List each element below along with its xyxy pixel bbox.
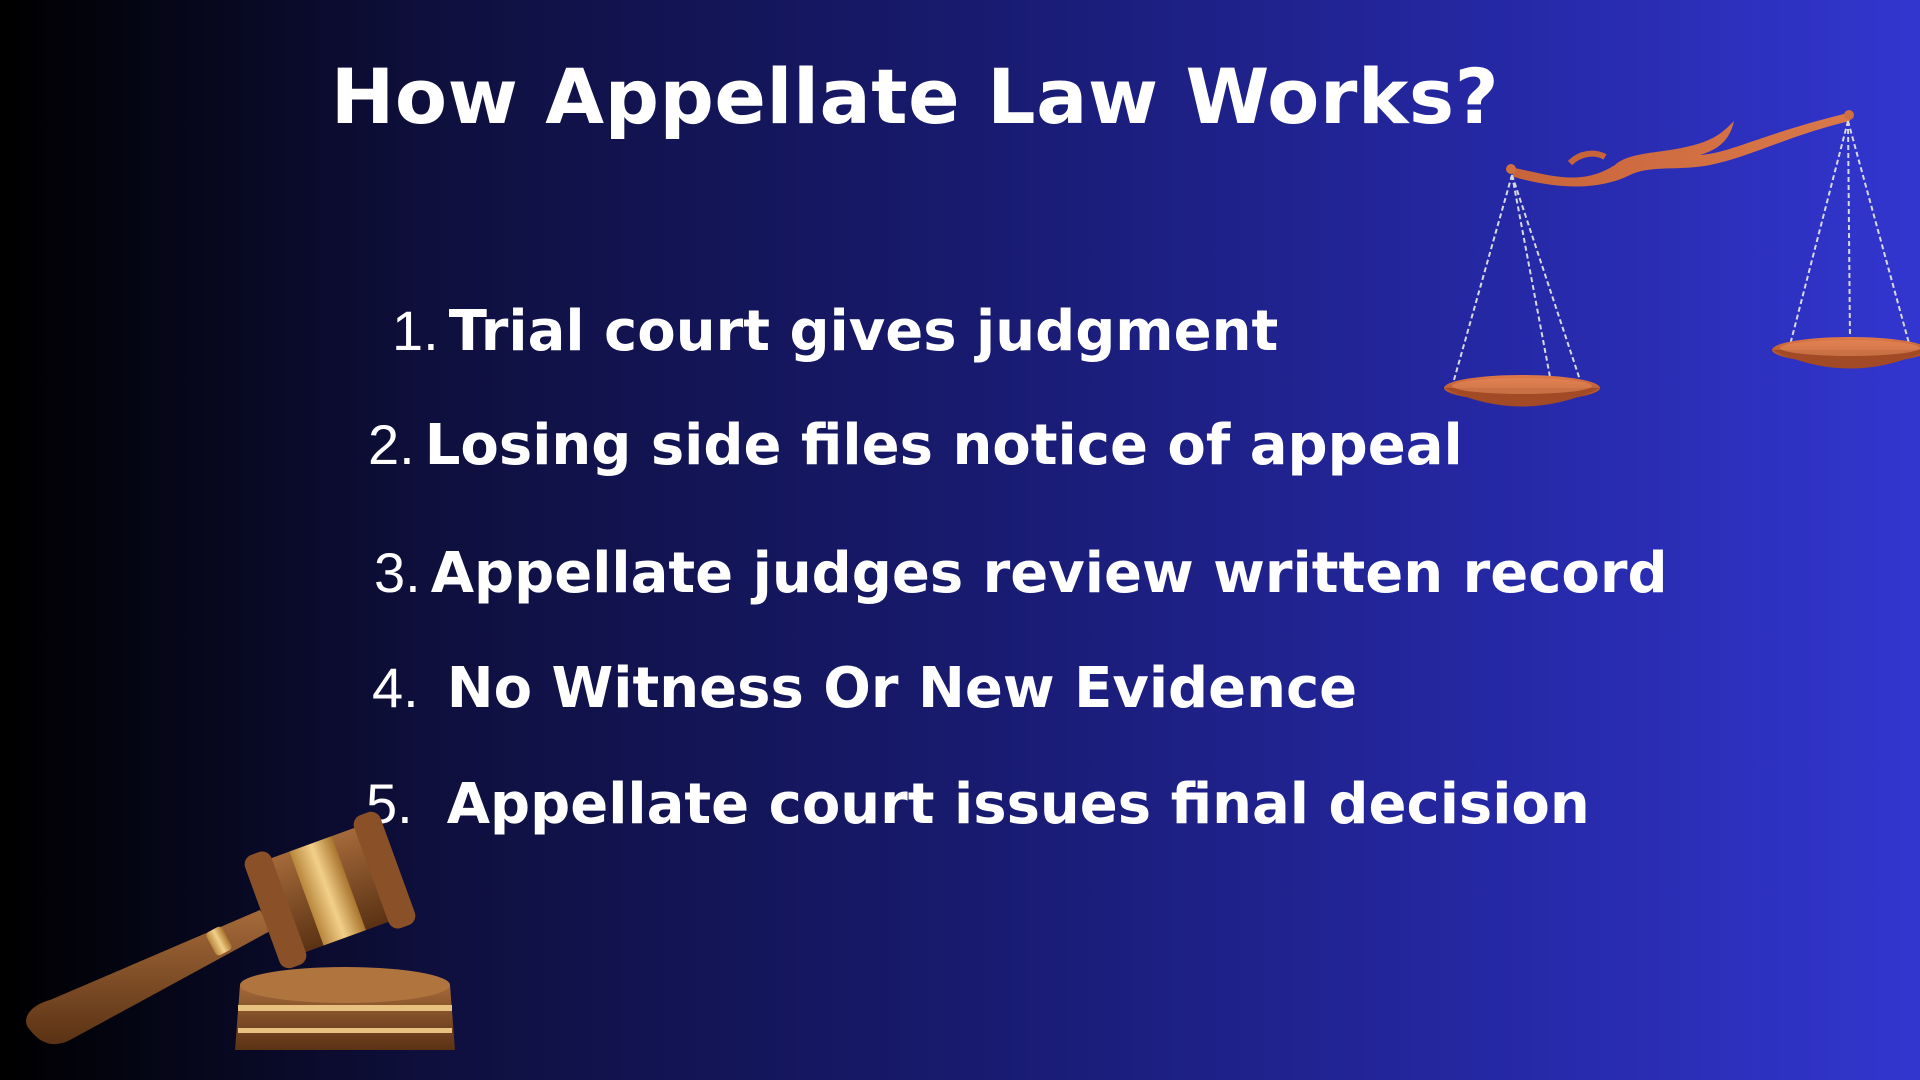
step-text: Losing side files notice of appeal <box>424 413 1463 478</box>
step-item-5: 5. Appellate court issues final decision <box>366 771 1590 837</box>
slide-title: How Appellate Law Works? <box>330 52 1500 141</box>
step-item-4: 4. No Witness Or New Evidence <box>372 655 1357 721</box>
step-text: Appellate court issues final decision <box>446 772 1590 837</box>
step-text: No Witness Or New Evidence <box>446 656 1358 721</box>
step-number: 4. <box>372 656 419 719</box>
step-text: Trial court gives judgment <box>448 299 1279 364</box>
step-number: 1. <box>392 299 439 362</box>
step-number: 3. <box>374 541 421 604</box>
step-text: Appellate judges review written record <box>430 541 1668 606</box>
gavel-icon <box>26 811 455 1050</box>
step-item-1: 1. Trial court gives judgment <box>392 298 1278 364</box>
scales-of-justice-icon <box>1444 110 1920 407</box>
step-item-3: 3. Appellate judges review written recor… <box>374 540 1668 606</box>
step-item-2: 2. Losing side files notice of appeal <box>368 412 1463 478</box>
step-number: 2. <box>368 413 415 476</box>
